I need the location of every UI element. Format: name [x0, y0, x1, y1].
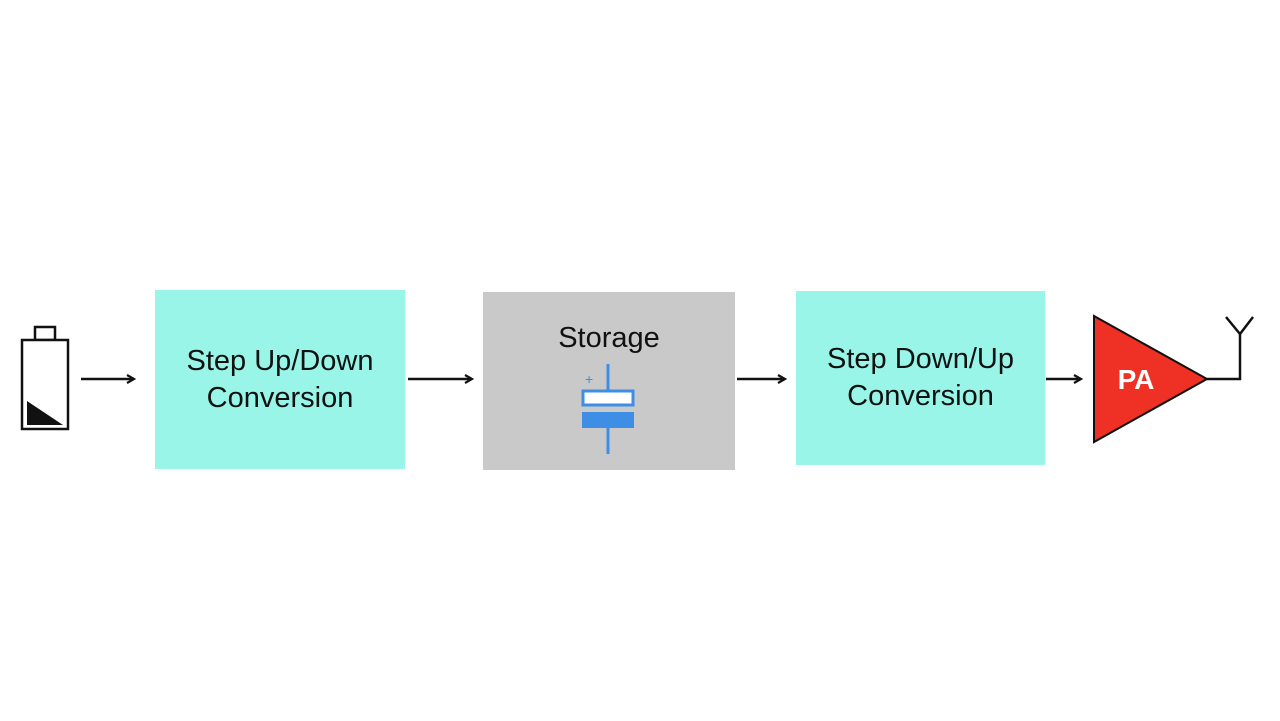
step-up-down-conversion-block: Step Up/Down Conversion: [155, 290, 405, 469]
step-up-down-label-line2: Conversion: [206, 381, 354, 414]
step-down-up-conversion-block: Step Down/Up Conversion: [796, 291, 1045, 465]
amplifier-icon: [1093, 314, 1210, 444]
step-down-up-label-line1: Step Down/Up: [827, 343, 1014, 375]
pa-label: PA: [1117, 364, 1155, 395]
step-down-up-label-line2: Conversion: [847, 380, 994, 412]
antenna-icon: [1207, 316, 1254, 381]
storage-block: Storage +: [483, 292, 735, 470]
storage-label: Storage: [558, 322, 660, 354]
capacitor-icon: +: [581, 364, 635, 454]
step-up-down-label-line1: Step Up/Down: [186, 344, 374, 377]
battery-icon: [20, 325, 70, 431]
capacitor-plus-sign: +: [585, 371, 593, 387]
